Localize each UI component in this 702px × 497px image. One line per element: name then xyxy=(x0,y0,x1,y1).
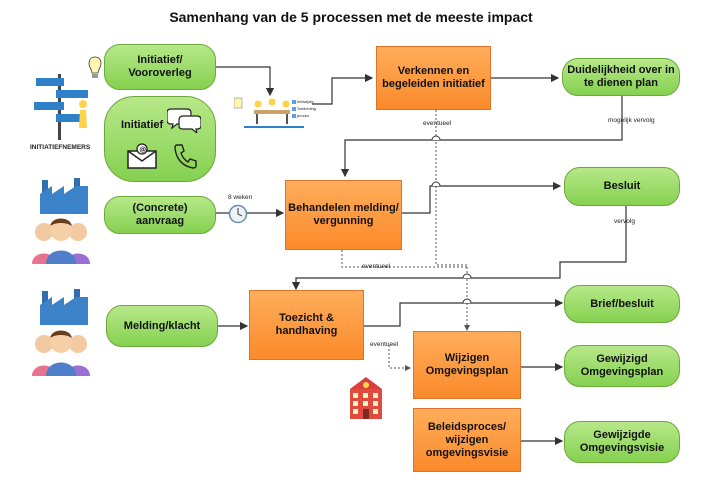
label-eventueel-behandelen: eventueel xyxy=(362,263,391,270)
meeting-icon: Infowijzig Toelichting proces xyxy=(233,96,316,132)
connector-vooroverleg-meeting xyxy=(216,66,275,97)
connector-meeting-verkennen xyxy=(312,73,374,105)
label-eventueel-toezicht: eventueel xyxy=(370,341,399,348)
label-mogelijk-vervolg: mogelijk vervolg xyxy=(608,117,655,124)
node-initiatief-label: Initiatief xyxy=(121,119,164,131)
clock-icon xyxy=(228,204,248,224)
node-wijzigen-omgevingsplan: Wijzigen Omgevingsplan xyxy=(413,331,521,399)
factory-icon xyxy=(38,176,90,214)
dotted-behandelen-wijzigen xyxy=(341,250,467,268)
node-toezicht: Toezicht & handhaving xyxy=(249,290,364,360)
node-melding-klacht: Melding/klacht xyxy=(106,305,218,347)
node-concrete-aanvraag: (Concrete) aanvraag xyxy=(104,196,216,234)
label-vervolg: vervolg xyxy=(614,218,635,225)
node-verkennen: Verkennen en begeleiden initiatief xyxy=(376,46,491,110)
connector-besluit-toezicht xyxy=(291,206,627,291)
node-behandelen: Behandelen melding/ vergunning xyxy=(285,180,402,250)
building-icon xyxy=(344,375,388,421)
node-brief-besluit: Brief/besluit xyxy=(564,285,680,323)
dotted-toezicht-wijzigen xyxy=(388,345,411,371)
signpost-icon xyxy=(30,70,92,142)
node-duidelijkheid: Duidelijkheid over in te dienen plan xyxy=(562,58,680,96)
node-gewijzigde-omgevingsvisie: Gewijzigde Omgevingsvisie xyxy=(564,421,680,463)
node-initiatief-vooroverleg: Initiatief/ Vooroverleg xyxy=(104,44,216,90)
connector-duidelijkheid-behandelen xyxy=(340,96,623,178)
diagram-title: Samenhang van de 5 processen met de mees… xyxy=(169,9,533,25)
connector-behandelen-besluit xyxy=(402,181,562,214)
svg-text:@: @ xyxy=(139,146,146,154)
label-eventueel-verkennen: eventueel xyxy=(423,120,452,127)
chat-bubbles-icon xyxy=(167,108,201,133)
node-gewijzigd-omgevingsplan: Gewijzigd Omgevingsplan xyxy=(564,345,680,387)
people-icon xyxy=(30,214,92,264)
legend-proces: proces xyxy=(297,113,310,118)
dotted-verkennen-wijzigen xyxy=(435,98,470,331)
lightbulb-icon xyxy=(88,56,102,82)
factory-icon-2 xyxy=(38,287,90,325)
phone-icon xyxy=(174,144,197,169)
node-initiatief: Initiatief @ xyxy=(104,96,216,182)
node-besluit: Besluit xyxy=(564,167,680,206)
connector-toezicht-brief xyxy=(364,298,564,327)
legend-infowijzig: Infowijzig xyxy=(297,99,314,104)
legend-toelichting: Toelichting xyxy=(297,106,316,111)
label-8-weken: 8 weken xyxy=(228,194,253,201)
email-icon: @ xyxy=(127,143,157,169)
people-icon-2 xyxy=(30,326,92,376)
initiatiefnemers-label: INITIATIEFNEMERS xyxy=(30,144,91,151)
node-beleidsproces: Beleidsproces/ wijzigen omgevingsvisie xyxy=(413,408,521,472)
